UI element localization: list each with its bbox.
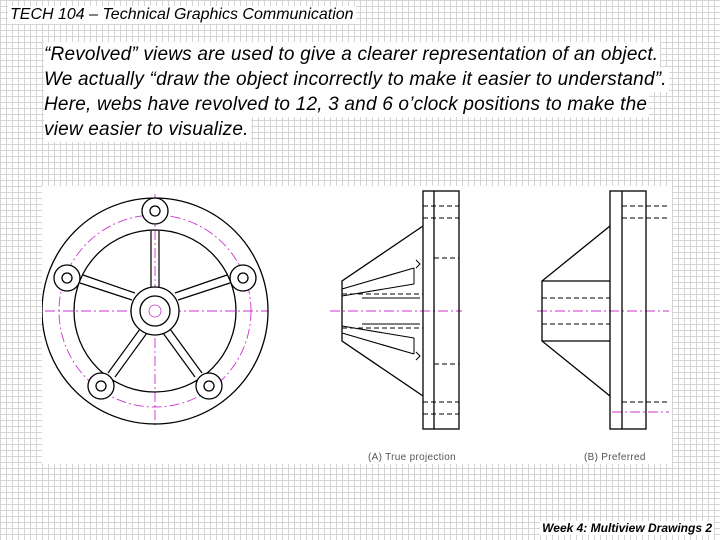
front-view-handwheel	[42, 194, 269, 428]
slide-footer: Week 4: Multiview Drawings 2	[540, 521, 714, 535]
caption-true-projection: (A) True projection	[368, 452, 456, 463]
revolved-view-drawing	[42, 190, 669, 430]
drawing-panel: (A) True projection (B) Preferred	[42, 186, 672, 464]
true-projection-section	[330, 190, 462, 430]
body-line-4: view easier to visualize.	[44, 117, 251, 142]
body-line-3: Here, webs have revolved to 12, 3 and 6 …	[44, 92, 650, 117]
body-line-2: We actually “draw the object incorrectly…	[44, 67, 669, 92]
slide-body-text: “Revolved” views are used to give a clea…	[44, 42, 704, 142]
slide-header-title: TECH 104 – Technical Graphics Communicat…	[8, 6, 356, 24]
preferred-section	[537, 190, 669, 430]
caption-preferred: (B) Preferred	[584, 452, 646, 463]
body-line-1: “Revolved” views are used to give a clea…	[44, 42, 661, 67]
